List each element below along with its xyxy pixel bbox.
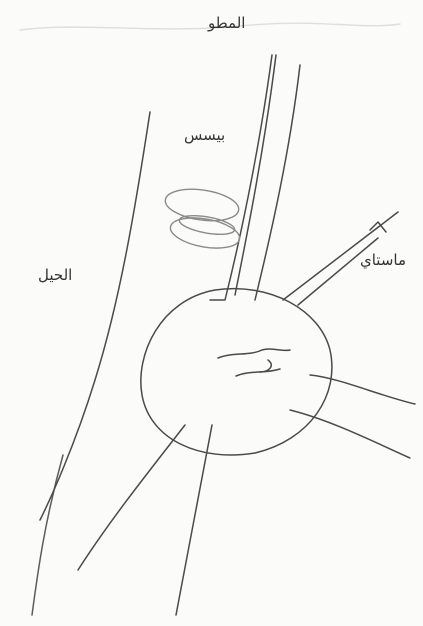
diagonal-stroke-2 [298, 238, 378, 305]
right-stroke-2 [290, 410, 410, 458]
label-top: المطو [207, 14, 245, 32]
left-long-stroke [40, 112, 150, 520]
bottom-left-stroke [78, 425, 185, 570]
label-upper-left: بيسس [184, 126, 225, 144]
central-circle [141, 289, 332, 455]
vertical-stroke-3 [255, 65, 300, 300]
inner-scribble-2 [236, 369, 280, 376]
label-left: الحيل [38, 266, 72, 284]
inner-scribble-3 [260, 360, 271, 372]
label-right: ماستاي [360, 251, 406, 270]
bottom-stroke [176, 425, 212, 615]
vertical-stroke-2 [235, 55, 276, 295]
inner-scribble-1 [218, 349, 290, 358]
